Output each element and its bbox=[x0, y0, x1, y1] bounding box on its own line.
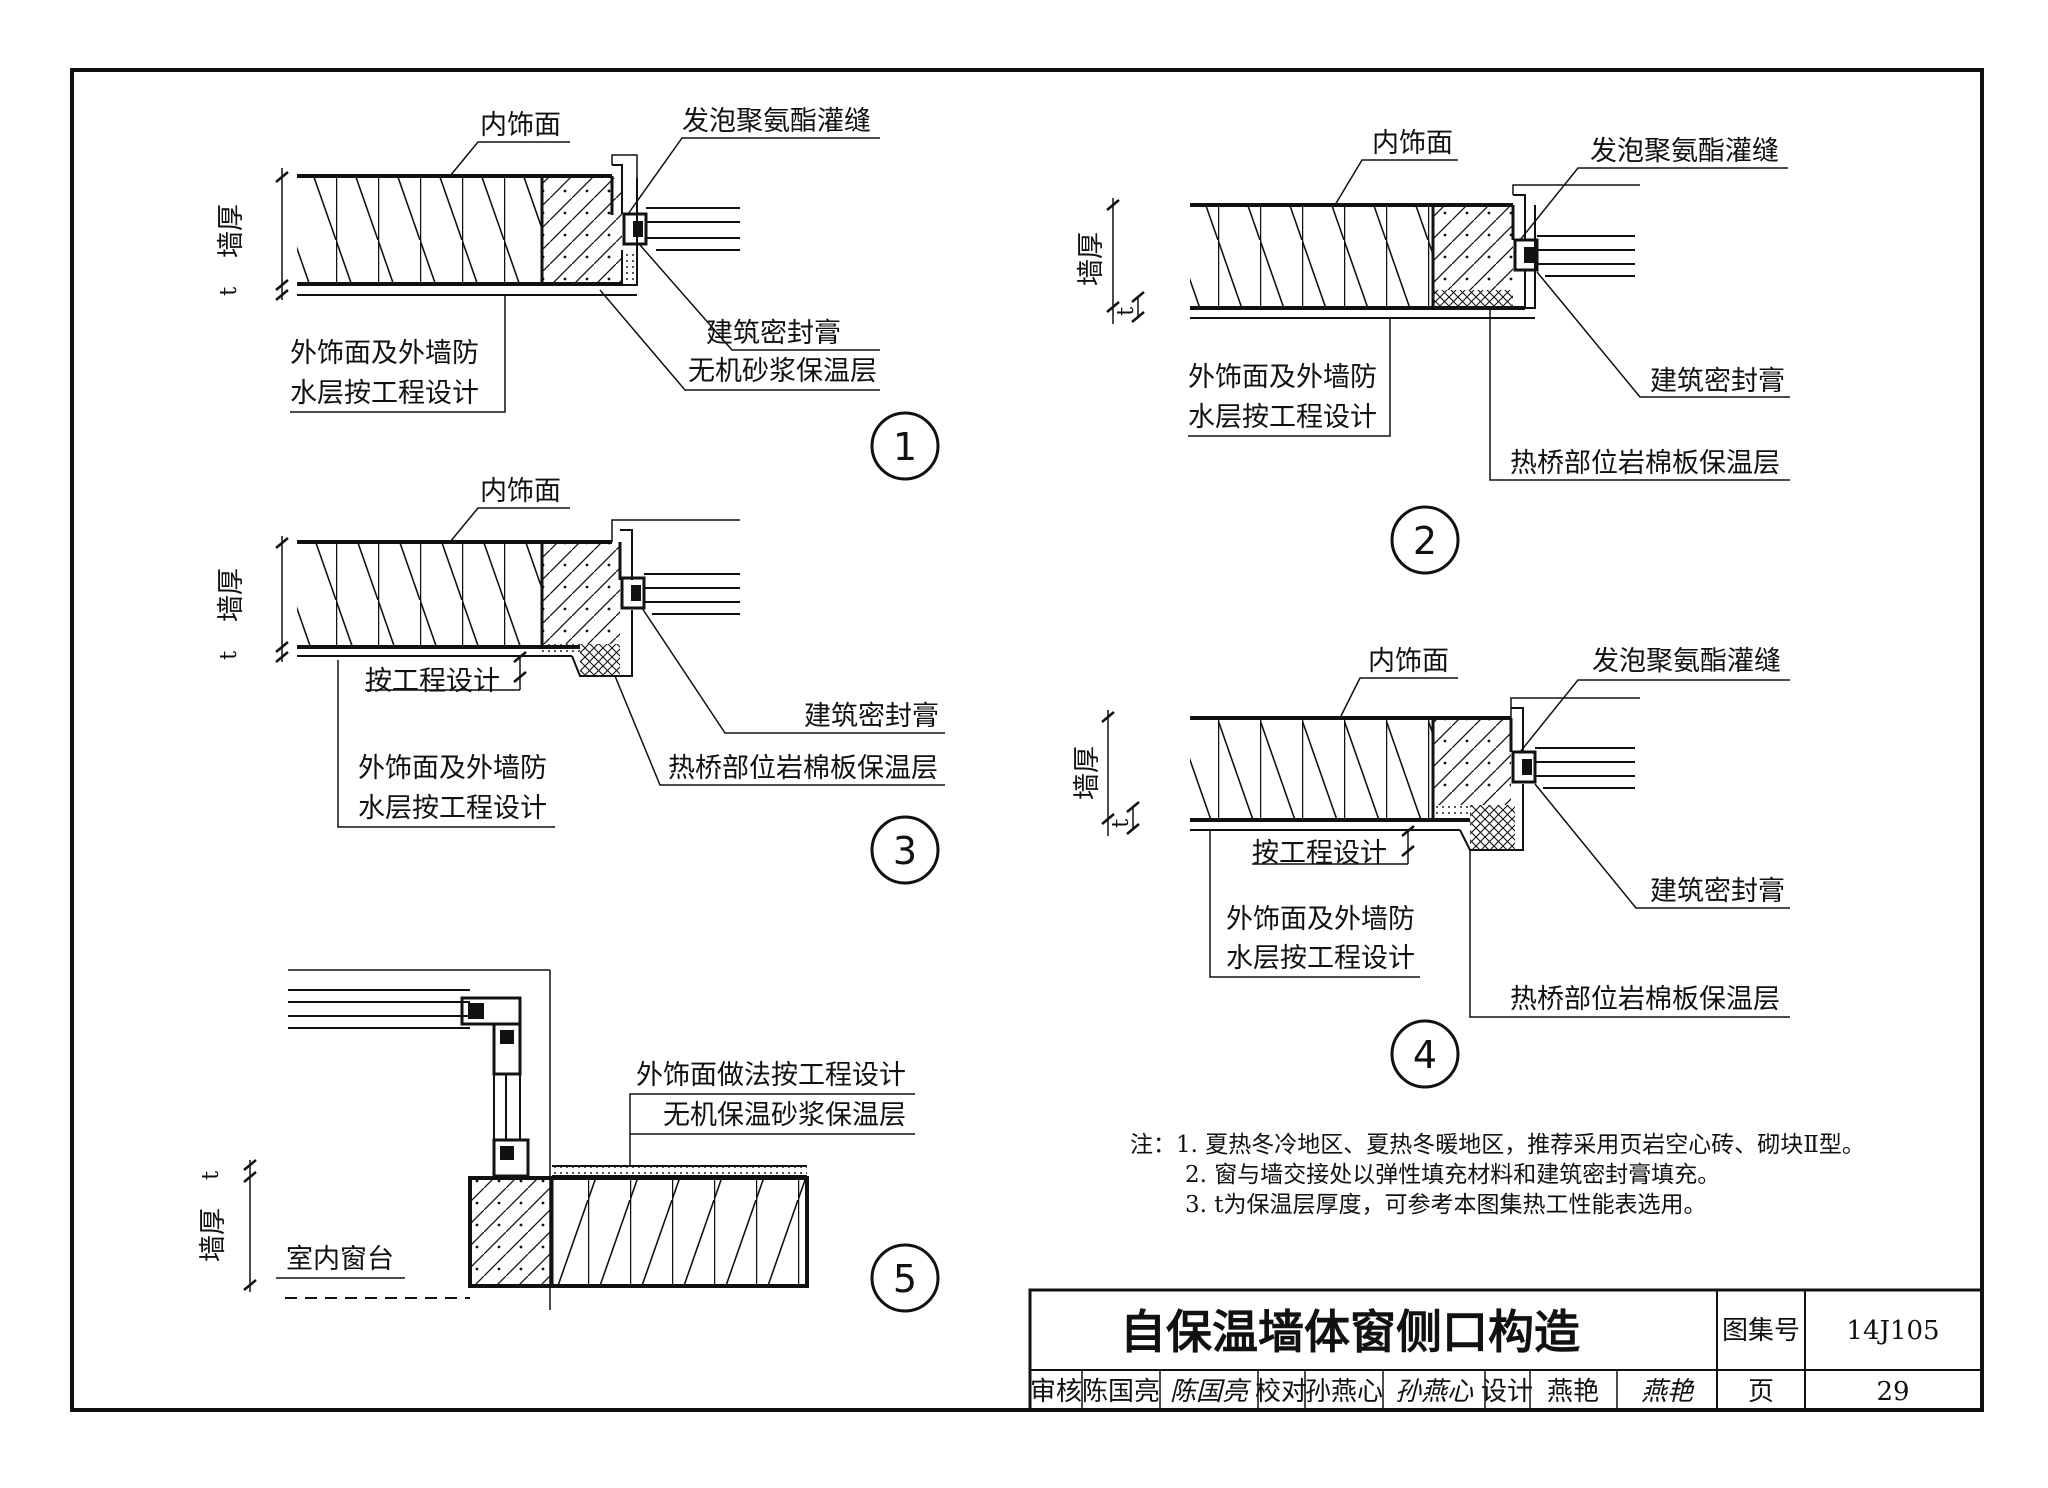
detail-number-2: 2 bbox=[1413, 519, 1437, 563]
wall-thickness-label-2: 墙厚 bbox=[1076, 232, 1107, 286]
sealant-label-1: 建筑密封膏 bbox=[706, 318, 841, 349]
detail-1: 墙厚 t 内饰面 发泡聚氨酯灌缝 建筑密封膏 无机砂浆保温层 外饰面及外墙防 水… bbox=[216, 106, 940, 481]
wall-thickness-label-5: 墙厚 bbox=[198, 1208, 229, 1262]
sealant-label-3: 建筑密封膏 bbox=[804, 701, 939, 732]
t-label-3: t bbox=[216, 650, 242, 660]
detail-number-4: 4 bbox=[1413, 1033, 1437, 1077]
reviewer-signature: 陈国亮 bbox=[1170, 1377, 1252, 1407]
drawing-title: 自保温墙体窗侧口构造 bbox=[1120, 1305, 1580, 1359]
checker-name: 孙燕心 bbox=[1305, 1377, 1383, 1407]
rockwool-label-3: 热桥部位岩棉板保温层 bbox=[668, 753, 938, 784]
review-label: 审核 bbox=[1030, 1377, 1082, 1407]
checker-signature: 孙燕心 bbox=[1395, 1377, 1474, 1407]
t-label-1: t bbox=[216, 286, 242, 296]
pu-foam-label-4: 发泡聚氨酯灌缝 bbox=[1592, 646, 1781, 677]
per-design-label-3: 按工程设计 bbox=[365, 666, 500, 697]
notes: 注：1. 夏热冬冷地区、夏热冬暖地区，推荐采用页岩空心砖、砌块Ⅱ型。 2. 窗与… bbox=[1130, 1132, 1865, 1218]
outer-finish-line2-1: 水层按工程设计 bbox=[290, 378, 479, 409]
outer-finish-line1-3: 外饰面及外墙防 bbox=[358, 753, 547, 784]
t-label-2: t bbox=[1113, 306, 1139, 316]
detail-number-3: 3 bbox=[893, 829, 917, 873]
designer-name: 燕艳 bbox=[1547, 1377, 1599, 1407]
inner-finish-label-2: 内饰面 bbox=[1372, 128, 1453, 159]
outer-finish-line2-4: 水层按工程设计 bbox=[1226, 943, 1415, 974]
sealant-label-2: 建筑密封膏 bbox=[1650, 366, 1785, 397]
detail-4: 墙厚 t 按工程设计 内饰面 发泡聚氨酯灌缝 建筑密封膏 热桥部位岩棉板保温层 … bbox=[1072, 646, 1790, 1089]
sheet-border bbox=[70, 68, 1984, 1412]
indoor-sill-label: 室内窗台 bbox=[286, 1244, 394, 1275]
detail-3: 墙厚 t 按工程设计 内饰面 建筑密封膏 热桥部位岩棉板保温层 外饰面及外墙防 … bbox=[216, 476, 945, 885]
rockwool-label-2: 热桥部位岩棉板保温层 bbox=[1510, 448, 1780, 479]
wall-thickness-label-3: 墙厚 bbox=[216, 568, 247, 622]
page-label: 页 bbox=[1748, 1377, 1774, 1407]
pu-foam-label-2: 发泡聚氨酯灌缝 bbox=[1590, 136, 1779, 167]
inner-finish-label-4: 内饰面 bbox=[1368, 646, 1449, 677]
page-number: 29 bbox=[1876, 1377, 1909, 1407]
inorganic-mortar-label-1: 无机砂浆保温层 bbox=[688, 356, 877, 387]
outer-finish-line1-4: 外饰面及外墙防 bbox=[1226, 904, 1415, 935]
outer-finish-line2-3: 水层按工程设计 bbox=[358, 793, 547, 824]
wall-thickness-label-1: 墙厚 bbox=[216, 204, 247, 258]
pu-foam-label-1: 发泡聚氨酯灌缝 bbox=[682, 106, 871, 137]
detail-2: 墙厚 t 内饰面 发泡聚氨酯灌缝 建筑密封膏 热桥部位岩棉板保温层 外饰面及外墙… bbox=[1076, 128, 1790, 575]
outer-finish-line2-2: 水层按工程设计 bbox=[1188, 402, 1377, 433]
outer-finish-line1-1: 外饰面及外墙防 bbox=[290, 338, 479, 369]
designer-signature: 燕艳 bbox=[1641, 1377, 1695, 1407]
inner-finish-label-3: 内饰面 bbox=[480, 476, 561, 507]
rockwool-label-4: 热桥部位岩棉板保温层 bbox=[1510, 984, 1780, 1015]
note-1: 注：1. 夏热冬冷地区、夏热冬暖地区，推荐采用页岩空心砖、砌块Ⅱ型。 bbox=[1130, 1132, 1865, 1158]
wall-thickness-label-4: 墙厚 bbox=[1072, 746, 1103, 800]
title-block: 自保温墙体窗侧口构造 图集号 14J105 审核 陈国亮 陈国亮 校对 孙燕心 … bbox=[1028, 1288, 1984, 1412]
outer-finish-line1-2: 外饰面及外墙防 bbox=[1188, 362, 1377, 393]
t-label-4: t bbox=[1108, 818, 1134, 828]
check-label: 校对 bbox=[1255, 1377, 1307, 1407]
detail-number-5: 5 bbox=[893, 1257, 917, 1301]
note-3: 3. t为保温层厚度，可参考本图集热工性能表选用。 bbox=[1185, 1192, 1707, 1218]
inorganic-insul-mortar-label: 无机保温砂浆保温层 bbox=[663, 1100, 906, 1131]
outer-method-label: 外饰面做法按工程设计 bbox=[636, 1060, 906, 1091]
detail-number-1: 1 bbox=[893, 425, 917, 469]
detail-5: 墙厚 t 室内窗台 外饰面做法按工程设计 无机保温砂浆保温层 5 bbox=[198, 969, 940, 1313]
design-label: 设计 bbox=[1481, 1377, 1533, 1407]
atlas-number: 14J105 bbox=[1846, 1316, 1939, 1346]
t-label-5: t bbox=[198, 1170, 224, 1180]
note-2: 2. 窗与墙交接处以弹性填充材料和建筑密封膏填充。 bbox=[1185, 1162, 1720, 1188]
reviewer-name: 陈国亮 bbox=[1082, 1377, 1160, 1407]
sealant-label-4: 建筑密封膏 bbox=[1650, 876, 1785, 907]
per-design-label-4: 按工程设计 bbox=[1252, 838, 1387, 869]
inner-finish-label-1: 内饰面 bbox=[480, 110, 561, 141]
atlas-label: 图集号 bbox=[1722, 1316, 1800, 1346]
